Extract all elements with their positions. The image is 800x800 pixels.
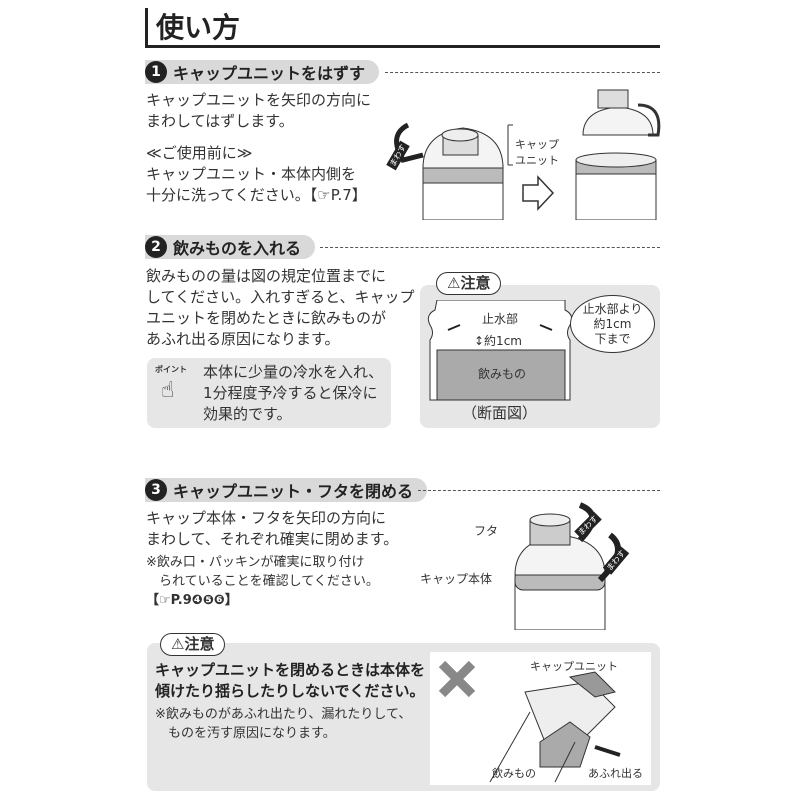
caution-note: ※飲みものがあふれ出たり、漏れたりして、 ものを汚す原因になります。 xyxy=(155,707,412,741)
step-number: 3 xyxy=(145,479,167,501)
step2-text: 飲みものの量は図の規定位置までにしてください。入れすぎると、キャップユニットを閉… xyxy=(146,267,415,348)
step1-note: ≪ご使用前に≫ キャップユニット・本体内側を十分に洗ってください。【☞P.7】 xyxy=(146,144,367,204)
step1-heading: 1 キャップユニットをはずす xyxy=(145,60,380,84)
cap-unit-label: キャップユニット xyxy=(515,138,559,167)
gap-label: ↕約1cm xyxy=(474,334,522,348)
overflow-label: あふれ出る xyxy=(588,767,643,780)
stop-part-label: 止水部 xyxy=(482,312,519,326)
step-number: 1 xyxy=(145,61,167,83)
step3-note: ※飲み口・パッキンが確実に取り付け られていることを確認してください。【☞P.9… xyxy=(146,555,379,608)
lid-label: フタ xyxy=(474,524,499,538)
point-label: ポイント xyxy=(155,365,187,374)
step-heading-text: キャップユニット・フタを閉める xyxy=(173,482,414,501)
caution-label: ⚠注意 xyxy=(436,272,502,295)
cap-removal-illustration xyxy=(394,89,661,220)
cross-section-diagram xyxy=(427,300,573,401)
page-title: 使い方 xyxy=(145,8,240,48)
cross-section-caption: （断面図） xyxy=(462,404,538,422)
cap-closing-illustration xyxy=(514,502,621,630)
drink-label: 飲みもの xyxy=(492,767,536,780)
step3-heading: 3 キャップユニット・フタを閉める xyxy=(145,478,428,502)
caution-label: ⚠注意 xyxy=(160,633,226,656)
caution-illustration: キャップユニット 飲みもの あふれ出る xyxy=(430,652,651,785)
title-rule xyxy=(145,45,660,48)
caution-text: キャップユニットを閉めるときは本体を傾けたり揺らしたりしないでください。 xyxy=(155,661,426,700)
drink-label: 飲みもの xyxy=(478,367,527,381)
divider xyxy=(320,247,660,248)
divider xyxy=(385,72,660,73)
step-heading-text: 飲みものを入れる xyxy=(173,239,302,258)
divider xyxy=(418,490,660,491)
point-text: 本体に少量の冷水を入れ、1分程度予冷すると保冷に効果的です。 xyxy=(203,363,384,423)
pointing-hand-icon: ☝ xyxy=(161,378,175,403)
step-heading-text: キャップユニットをはずす xyxy=(173,64,366,83)
step3-text: キャップ本体・フタを矢印の方向にまわして、それぞれ確実に閉めます。 xyxy=(146,509,399,548)
step2-heading: 2 飲みものを入れる xyxy=(145,235,316,259)
point-box: ポイント ☝ 本体に少量の冷水を入れ、1分程度予冷すると保冷に効果的です。 xyxy=(147,358,391,428)
step-number: 2 xyxy=(145,236,167,258)
cap-body-label: キャップ本体 xyxy=(420,572,493,586)
step1-text: キャップユニットを矢印の方向にまわしてはずします。 xyxy=(146,91,372,130)
cap-unit-label: キャップユニット xyxy=(530,660,618,673)
